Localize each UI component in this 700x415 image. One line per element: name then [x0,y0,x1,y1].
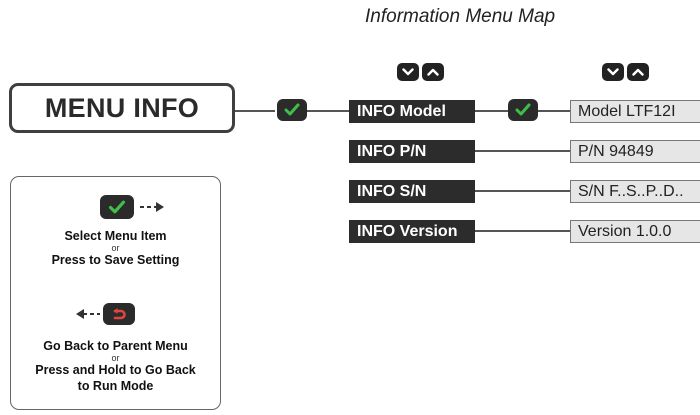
connector-pn-value [475,150,570,152]
legend-box: Select Menu Item or Press to Save Settin… [10,176,221,410]
value-sn: S/N F..S..P..D.. [570,180,700,203]
diagram-title: Information Menu Map [365,6,556,27]
select-button-2 [508,99,538,121]
checkmark-icon [515,103,531,116]
down-button-values [602,63,624,81]
chevron-up-icon [632,68,644,76]
back-arrow-icon [113,308,126,320]
up-button-values [627,63,649,81]
value-model: Model LTF12I [570,100,700,123]
connector-version-value [475,230,570,232]
connector-root-check [235,110,275,112]
menu-item-info-pn: INFO P/N [349,140,475,163]
chevron-down-icon [607,68,619,76]
legend-or-1: or [111,243,120,253]
down-button-items [397,63,419,81]
menu-item-info-version: INFO Version [349,220,475,243]
legend-select-button [100,195,134,219]
legend-hold-text-1: Press and Hold to Go Back [35,363,196,377]
chevron-down-icon [402,68,414,76]
checkmark-icon [284,103,300,116]
connector-model-check [475,110,508,112]
legend-hold-text-2: to Run Mode [77,379,154,393]
menu-item-info-sn: INFO S/N [349,180,475,203]
legend-or-2: or [111,353,120,363]
legend-save-text: Press to Save Setting [51,253,180,267]
connector-check-item [307,110,349,112]
select-button-1 [277,99,307,121]
up-button-items [422,63,444,81]
connector-check-value [538,110,570,112]
menu-item-info-model: INFO Model [349,100,475,123]
value-version: Version 1.0.0 [570,220,700,243]
root-label: MENU INFO [44,92,200,123]
chevron-up-icon [427,68,439,76]
checkmark-icon [108,200,126,213]
dashed-arrow-left-icon [76,309,100,319]
dashed-arrow-right-icon [140,202,164,212]
legend-back-text: Go Back to Parent Menu [43,339,188,353]
legend-back-button [103,303,135,325]
legend-select-text: Select Menu Item [64,229,167,243]
menu-info-root-box: MENU INFO [9,83,235,133]
connector-sn-value [475,190,570,192]
value-pn: P/N 94849 [570,140,700,163]
